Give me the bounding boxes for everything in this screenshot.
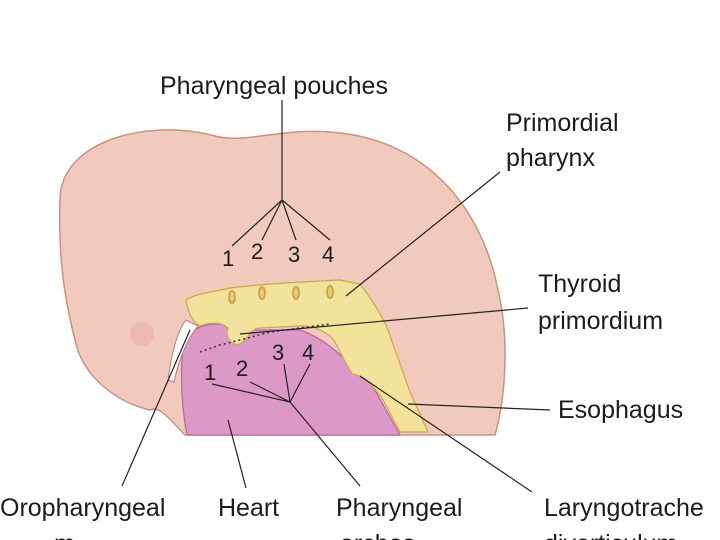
leader-pouch-1 <box>231 199 283 247</box>
label-laryngotracheal-line2: diverticulum <box>544 530 677 540</box>
arch-number-1: 1 <box>204 360 216 385</box>
label-oropharyngeal: Oropharyngeal <box>0 494 165 522</box>
leader-arches-stem <box>289 401 361 487</box>
label-pharyngeal-pouches: Pharyngeal pouches <box>160 72 388 100</box>
leader-pouch-3 <box>281 199 297 241</box>
leader-pouch-4 <box>281 199 331 241</box>
leader-arch-4 <box>289 363 311 403</box>
label-oropharyngeal-line2: m <box>54 530 75 540</box>
label-thyroid-line2: primordium <box>538 307 663 335</box>
label-laryngotracheal: Laryngotrache <box>544 494 704 522</box>
primordial-pharynx <box>185 279 429 433</box>
label-esophagus: Esophagus <box>558 396 683 424</box>
pouch-number-2: 2 <box>251 239 263 264</box>
label-pharyngeal-arches: Pharyngeal <box>336 494 462 522</box>
pouch-number-4: 4 <box>322 242 334 267</box>
label-thyroid-line1: Thyroid <box>538 270 621 298</box>
leader-thyroid <box>239 307 529 335</box>
leader-arch-1 <box>211 383 291 403</box>
label-primordial-pharynx-line1: Primordial <box>506 109 619 137</box>
faint-circle <box>130 322 154 346</box>
leader-arch-3 <box>283 363 291 403</box>
leader-lines <box>121 100 551 493</box>
leader-heart <box>227 419 247 489</box>
leader-primordial-pharynx <box>345 171 501 297</box>
stomodeum <box>167 319 199 383</box>
arch-number-4: 4 <box>302 340 314 365</box>
pouch-number-1: 1 <box>222 246 234 271</box>
pouch-mark-1 <box>228 290 236 304</box>
arch-number-2: 2 <box>236 356 248 381</box>
leader-laryngotracheal <box>359 375 533 493</box>
leader-oropharyngeal <box>121 329 191 487</box>
leader-esophagus <box>407 403 551 411</box>
arch-number-3: 3 <box>272 340 284 365</box>
label-heart: Heart <box>218 494 279 522</box>
pouch-marks <box>228 285 334 304</box>
pouch-mark-2 <box>258 286 266 300</box>
pouch-number-3: 3 <box>288 242 300 267</box>
leader-pouch-2 <box>261 199 283 241</box>
label-pharyngeal-arches-line2: arches <box>340 530 415 540</box>
label-primordial-pharynx-line2: pharynx <box>506 144 595 172</box>
pouch-mark-3 <box>292 286 300 300</box>
leader-arch-2 <box>249 381 291 403</box>
pouch-mark-4 <box>326 285 334 299</box>
